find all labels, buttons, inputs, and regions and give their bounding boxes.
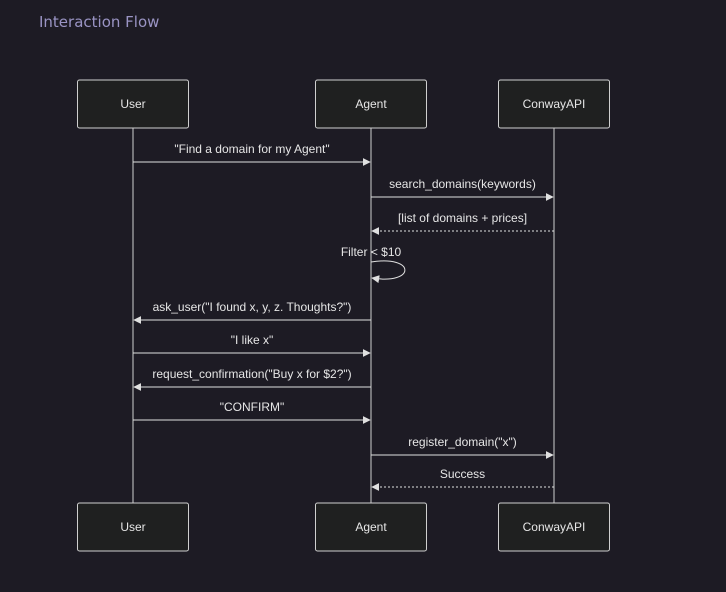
actor-box: [498, 502, 610, 552]
message-10: Success: [371, 467, 554, 491]
message-6: "I like x": [133, 333, 371, 357]
message-label: "Find a domain for my Agent": [174, 142, 329, 156]
actor-label: Agent: [355, 520, 387, 534]
actor-label: User: [120, 97, 145, 111]
message-3: [list of domains + prices]: [371, 211, 554, 235]
message-label: Filter < $10: [341, 245, 402, 259]
page-title: Interaction Flow: [39, 13, 160, 31]
message-2: search_domains(keywords): [371, 177, 554, 201]
message-label: request_confirmation("Buy x for $2?"): [152, 367, 351, 381]
actor-label: Agent: [355, 97, 387, 111]
actor-box: [77, 502, 189, 552]
message-8: "CONFIRM": [133, 400, 371, 424]
self-message-arrow: [370, 260, 406, 284]
actor-conway-top: ConwayAPI: [498, 79, 610, 129]
message-1: "Find a domain for my Agent": [133, 142, 371, 166]
message-label: "CONFIRM": [220, 400, 285, 414]
actor-agent-bottom: Agent: [315, 502, 427, 552]
message-label: "I like x": [231, 333, 274, 347]
actor-label: ConwayAPI: [523, 97, 586, 111]
message-label: ask_user("I found x, y, z. Thoughts?"): [153, 300, 352, 314]
actor-box: [498, 79, 610, 129]
actor-label: User: [120, 520, 145, 534]
actor-conway-bottom: ConwayAPI: [498, 502, 610, 552]
message-label: register_domain("x"): [408, 435, 517, 449]
actor-box: [315, 502, 427, 552]
actor-user-bottom: User: [77, 502, 189, 552]
message-7: request_confirmation("Buy x for $2?"): [133, 367, 371, 391]
message-label: search_domains(keywords): [389, 177, 536, 191]
message-label: [list of domains + prices]: [398, 211, 527, 225]
actor-box: [315, 79, 427, 129]
message-5: ask_user("I found x, y, z. Thoughts?"): [133, 300, 371, 324]
message-9: register_domain("x"): [371, 435, 554, 459]
actor-user-top: User: [77, 79, 189, 129]
message-4: Filter < $10: [341, 245, 406, 284]
actor-label: ConwayAPI: [523, 520, 586, 534]
actor-agent-top: Agent: [315, 79, 427, 129]
message-label: Success: [440, 467, 485, 481]
actor-box: [77, 79, 189, 129]
